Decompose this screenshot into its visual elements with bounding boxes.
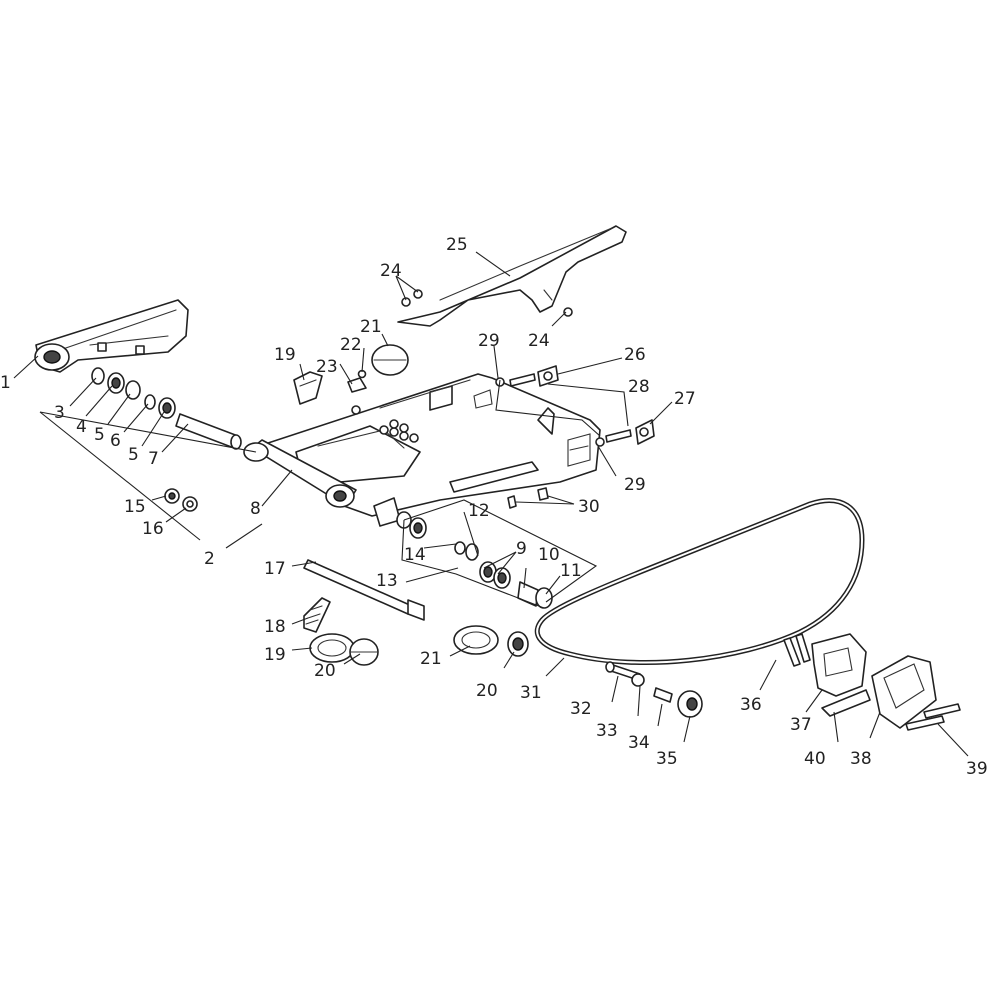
callout-33: 33 [596,721,618,741]
part-linkage-bushings [396,511,553,609]
callout-2: 2 [204,549,215,569]
part-chain-guide-covers-upper [293,344,409,405]
callout-29b: 29 [624,475,646,495]
part-drive-chain [534,498,865,666]
part-nut-washer [164,488,198,512]
callout-32: 32 [570,699,592,719]
callout-27: 27 [674,389,696,409]
callout-7: 7 [148,449,159,469]
part-chain-guide-covers-right [453,625,529,657]
callout-21b: 21 [420,649,442,669]
callout-10: 10 [538,545,560,565]
callout-5a: 5 [94,425,105,445]
callout-labels: 1 2 3 4 5 5 6 7 8 9 10 11 12 13 14 15 16… [0,235,988,779]
callout-19b: 19 [264,645,286,665]
callout-28: 28 [628,377,650,397]
part-chain-roller [605,661,703,718]
callout-5b: 5 [128,445,139,465]
callout-6: 6 [110,431,121,451]
callout-21a: 21 [360,317,382,337]
callout-25: 25 [446,235,468,255]
callout-23: 23 [316,357,338,377]
part-rear-chain-guide [783,633,961,731]
callout-40: 40 [804,749,826,769]
callout-26: 26 [624,345,646,365]
callout-30: 30 [578,497,600,517]
part-chain-guard [397,225,627,327]
part-swingarm [243,373,601,527]
callout-4: 4 [76,417,87,437]
callout-37: 37 [790,715,812,735]
callout-11: 11 [560,561,582,581]
callout-17: 17 [264,559,286,579]
callout-14: 14 [404,545,426,565]
callout-24a: 24 [380,261,402,281]
callout-39: 39 [966,759,988,779]
part-bolt-30 [507,487,549,509]
callout-13: 13 [376,571,398,591]
callout-38: 38 [850,749,872,769]
callout-31: 31 [520,683,542,703]
callout-12: 12 [468,501,490,521]
callout-8: 8 [250,499,261,519]
callout-9: 9 [516,539,527,559]
callout-24b: 24 [528,331,550,351]
callout-22: 22 [340,335,362,355]
leader-lines [13,251,969,757]
part-chain-guide-covers-left [303,597,379,666]
callout-36: 36 [740,695,762,715]
part-chain-slider [34,299,189,373]
part-pivot-bolt [303,559,425,621]
callout-1: 1 [0,373,11,393]
callout-19a: 19 [274,345,296,365]
part-axle-adjusters [495,365,655,447]
callout-18: 18 [264,617,286,637]
callout-15: 15 [124,497,146,517]
part-pivot-bearings [91,367,176,419]
callout-29a: 29 [478,331,500,351]
callout-20a: 20 [314,661,336,681]
callout-20b: 20 [476,681,498,701]
callout-3: 3 [54,403,65,423]
callout-16: 16 [142,519,164,539]
callout-34: 34 [628,733,650,753]
callout-35: 35 [656,749,678,769]
